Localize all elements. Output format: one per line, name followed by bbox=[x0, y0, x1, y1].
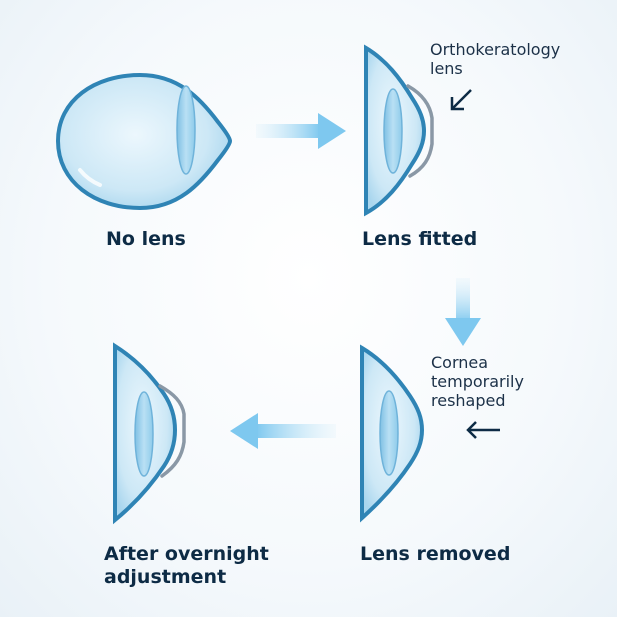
caption-after-overnight: After overnight adjustment bbox=[104, 543, 269, 589]
caption-after-overnight-line2: adjustment bbox=[104, 566, 227, 588]
pointer-arrow-icon bbox=[466, 421, 500, 439]
caption-after-overnight-line1: After overnight bbox=[104, 543, 269, 565]
callout-lens-line2: lens bbox=[430, 59, 463, 78]
callout-cornea-reshaped: Cornea temporarily reshaped bbox=[431, 353, 524, 410]
callout-cornea-line3: reshaped bbox=[431, 391, 506, 410]
flow-arrow-right bbox=[256, 113, 346, 149]
flow-arrow-down bbox=[445, 278, 481, 346]
eye-reshaped-icon bbox=[360, 344, 425, 523]
callout-cornea-line1: Cornea bbox=[431, 353, 489, 372]
callout-cornea-line2: temporarily bbox=[431, 372, 524, 391]
pointer-arrow-icon bbox=[450, 89, 472, 111]
callout-orthokeratology-lens: Orthokeratology lens bbox=[430, 40, 560, 78]
eye-with-lens-icon bbox=[364, 44, 434, 217]
eye-adjusted-icon bbox=[113, 342, 186, 525]
callout-lens-line1: Orthokeratology bbox=[430, 40, 561, 59]
flow-arrow-left bbox=[230, 413, 336, 449]
caption-lens-removed: Lens removed bbox=[360, 543, 511, 565]
eye-full-icon bbox=[55, 72, 233, 211]
caption-lens-fitted: Lens fitted bbox=[362, 228, 478, 250]
caption-no-lens: No lens bbox=[106, 228, 186, 250]
